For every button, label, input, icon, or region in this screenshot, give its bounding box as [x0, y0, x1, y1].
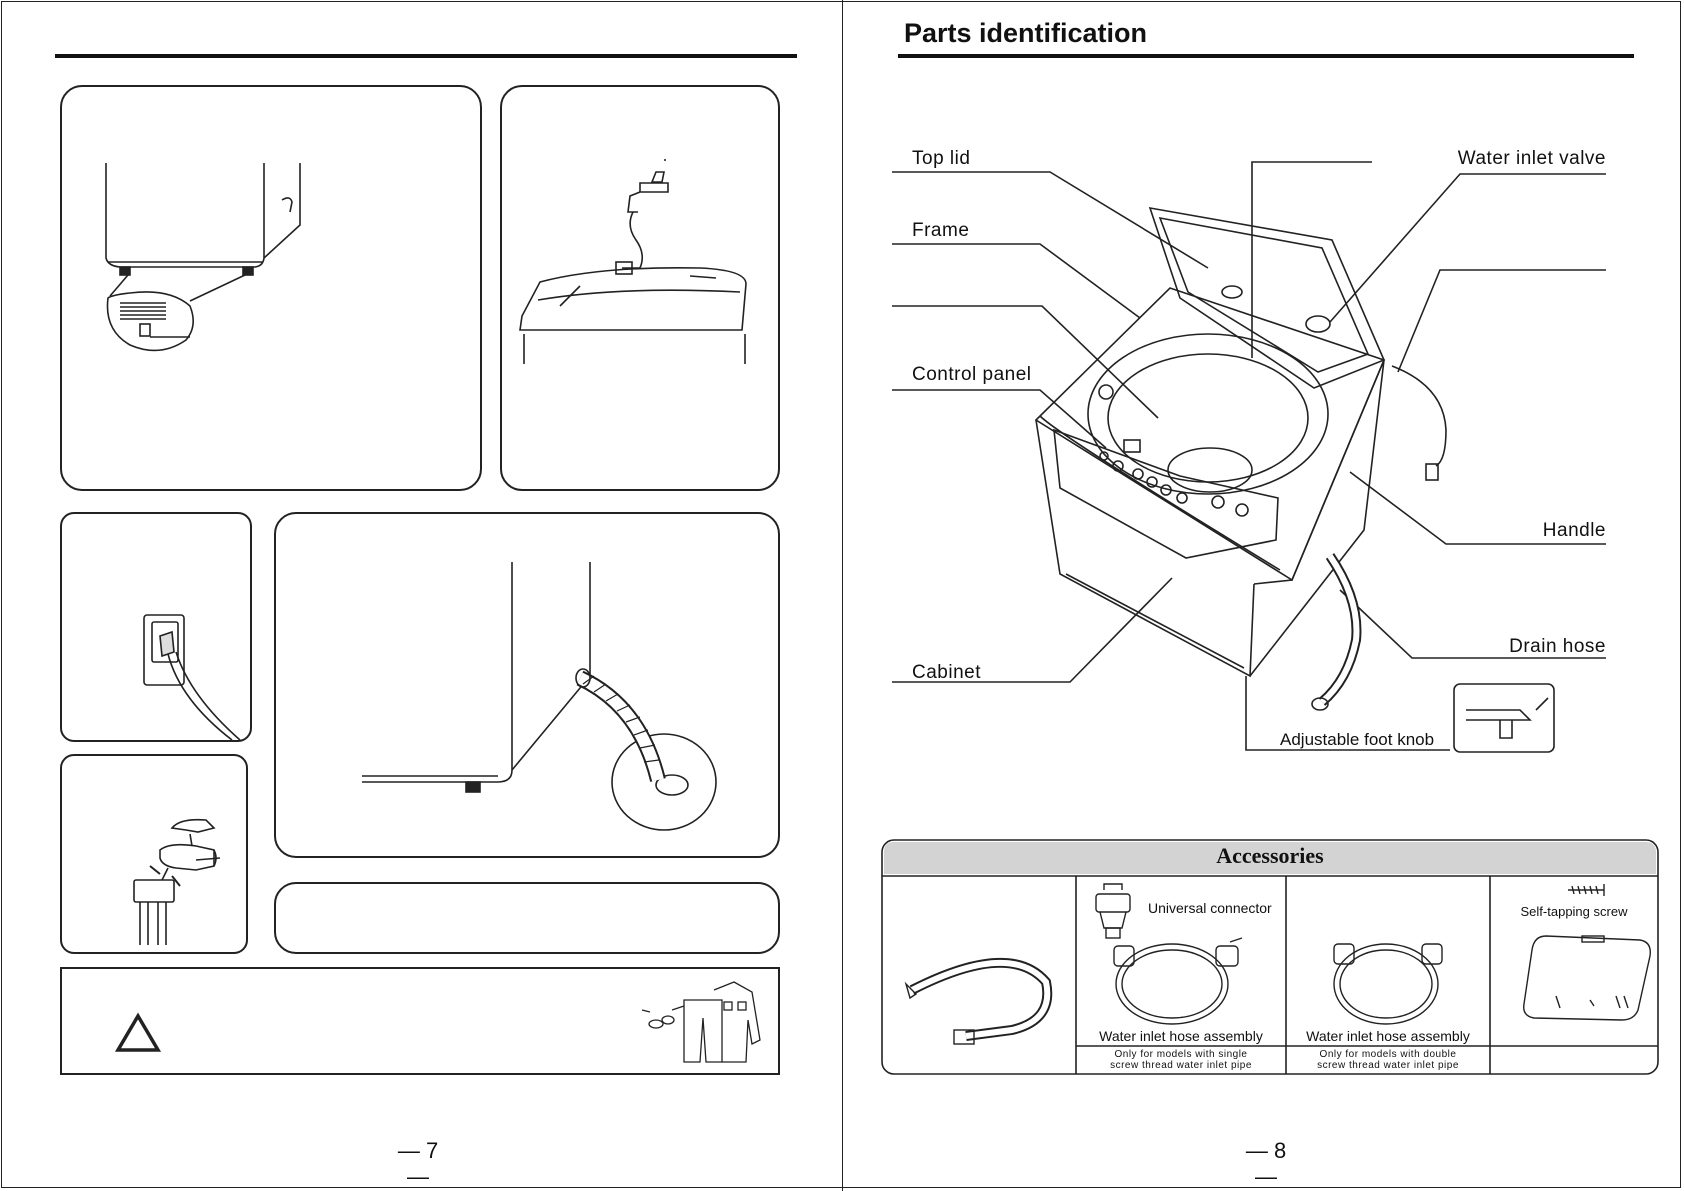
right-page-number: — 8 — [1245, 1138, 1287, 1189]
self-tapping-screw-icon [1568, 884, 1605, 896]
panel-tap-connection [500, 85, 780, 491]
cover-plate-icon [1523, 935, 1651, 1021]
clothes-pockets-illustration [641, 981, 761, 1063]
leader-control-panel [892, 389, 1107, 449]
leader-water-inlet-valve [1329, 173, 1606, 323]
left-header-rule [55, 54, 797, 58]
note-single-line-1: Only for models with single [1114, 1049, 1248, 1060]
leveling-foot-illustration [105, 163, 301, 352]
foot-knob-icon [1466, 697, 1549, 739]
faucet-illustration [133, 818, 221, 945]
leader-unlabeled-top [1251, 161, 1372, 358]
label-control-panel: Control panel [912, 364, 1032, 385]
foot-knob-inset [1453, 683, 1555, 753]
note-double-thread: Only for models with double screw thread… [1286, 1049, 1490, 1071]
warning-triangle-icon [114, 1012, 162, 1052]
label-cabinet: Cabinet [912, 662, 981, 683]
hose-assembly-double-icon [1333, 943, 1443, 1025]
label-handle: Handle [1542, 520, 1606, 541]
leader-handle [1349, 471, 1606, 545]
left-page-number: — 7 — [397, 1138, 439, 1189]
page-title: Parts identification [904, 18, 1148, 48]
leader-drain-hose [1339, 589, 1606, 659]
right-header-rule [898, 54, 1634, 58]
tap-connection-illustration [519, 159, 747, 364]
label-frame: Frame [912, 220, 970, 241]
panel-empty-note [274, 882, 780, 954]
panel-drain-hose [274, 512, 780, 858]
universal-connector-label: Universal connector [1148, 900, 1272, 916]
leader-frame [892, 243, 1141, 319]
label-adjustable-foot-knob: Adjustable foot knob [1280, 730, 1435, 749]
note-double-line-1: Only for models with double [1319, 1049, 1457, 1060]
note-double-line-2: screw thread water inlet pipe [1317, 1060, 1459, 1071]
leader-top-lid [892, 171, 1209, 269]
panel-power-socket [60, 512, 252, 742]
note-single-thread: Only for models with single screw thread… [1076, 1049, 1286, 1071]
power-socket-illustration [143, 614, 241, 741]
label-water-inlet-valve: Water inlet valve [1457, 148, 1606, 169]
drain-hose-accessory-icon [904, 957, 1053, 1045]
accessories-header: Accessories [1216, 843, 1324, 868]
leader-unlabeled-left [892, 305, 1159, 419]
label-top-lid: Top lid [912, 148, 971, 169]
self-tapping-screw-label: Self-tapping screw [1520, 904, 1628, 919]
washer-illustration [1034, 206, 1447, 711]
note-single-line-2: screw thread water inlet pipe [1110, 1060, 1252, 1071]
drain-hose-illustration [362, 562, 717, 831]
hose-assembly-label-1: Water inlet hose assembly [1099, 1028, 1263, 1044]
panel-warning [60, 967, 780, 1075]
accessories-table [881, 839, 1659, 1075]
hose-assembly-single-icon [1113, 937, 1243, 1025]
page-gutter [842, 0, 843, 1191]
panel-leveling-feet [60, 85, 482, 491]
universal-connector-icon [1095, 883, 1131, 939]
accessories-header-bg [884, 842, 1656, 874]
leader-adjustable-foot-knob [1245, 676, 1450, 751]
leader-unlabeled-right [1397, 269, 1606, 373]
label-drain-hose: Drain hose [1509, 636, 1606, 657]
hose-assembly-label-2: Water inlet hose assembly [1306, 1028, 1470, 1044]
panel-faucet [60, 754, 248, 954]
